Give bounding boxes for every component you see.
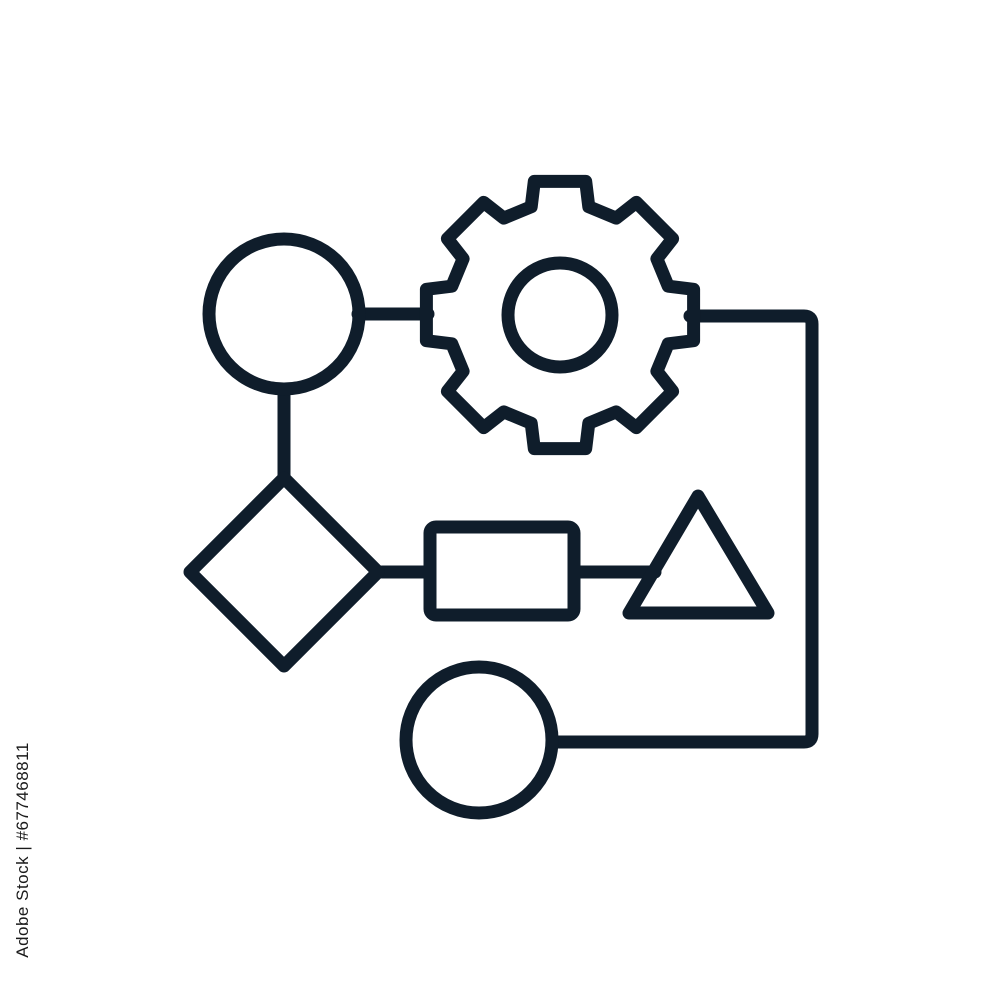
stock-id-text: Adobe Stock | #677468811 <box>13 742 33 958</box>
start-circle-node <box>202 232 366 396</box>
connector-gear-to-end-circle <box>547 309 819 749</box>
gear-hub-circle <box>501 256 619 374</box>
decision-diamond-node <box>183 471 385 673</box>
process-rectangle-node <box>423 520 581 622</box>
end-circle-node <box>399 660 559 820</box>
triangle-node <box>622 489 775 620</box>
gear-icon <box>419 174 701 456</box>
stock-id-watermark: Adobe Stock | #677468811 <box>12 742 34 958</box>
